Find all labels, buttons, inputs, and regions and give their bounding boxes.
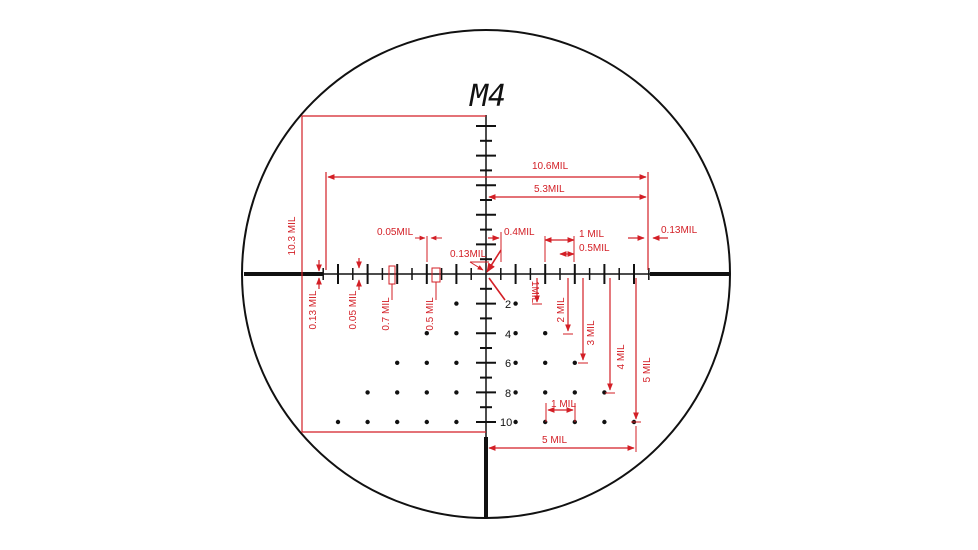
- dim-hold-1: 1MIL: [529, 281, 540, 304]
- dim-center-gap: 0.4MIL: [504, 227, 535, 238]
- holdover-dot: [572, 390, 577, 395]
- dim-dot-spacing: 1 MIL: [551, 399, 576, 410]
- dim-hold-4: 4 MIL: [616, 344, 627, 369]
- dim-one-mil-spacing: 1 MIL: [579, 229, 604, 240]
- holdover-dot: [572, 360, 577, 365]
- holdover-dot: [365, 419, 370, 425]
- holdover-label-8: 8: [505, 388, 511, 400]
- holdover-dot: [513, 301, 518, 306]
- dim-total-width: 10.6MIL: [532, 161, 569, 172]
- holdover-dot: [395, 360, 400, 365]
- holdover-dot: [395, 419, 400, 425]
- holdover-dot: [543, 419, 548, 425]
- dim-minor-hash-length: 0.5 MIL: [425, 297, 436, 331]
- dim-dot-span: 5 MIL: [542, 435, 567, 446]
- dim-major-hash-length: 0.7 MIL: [381, 297, 392, 331]
- holdover-dot: [424, 390, 429, 395]
- dimension-annotations: 10.3 MIL 10.6MIL 5.3MIL 0.4MIL 0.13MIL 0…: [287, 115, 698, 452]
- holdover-dot: [424, 360, 429, 365]
- dim-post-gap: 0.13MIL: [661, 225, 698, 236]
- dim-half-width: 5.3MIL: [534, 184, 565, 195]
- holdover-label-4: 4: [505, 329, 511, 341]
- holdover-dot: [543, 360, 548, 365]
- holdover-dot: [454, 360, 459, 365]
- holdover-label-10: 10: [500, 417, 512, 429]
- dim-fine-thickness: 0.05 MIL: [348, 290, 359, 329]
- holdover-dot: [602, 419, 607, 425]
- holdover-label-2: 2: [505, 299, 511, 311]
- holdover-dot: [454, 331, 459, 336]
- hash-marks: [322, 125, 650, 423]
- holdover-dot: [335, 419, 341, 425]
- dim-half-mil-spacing: 0.5MIL: [579, 243, 610, 254]
- holdover-dot: [454, 390, 459, 395]
- dim-hold-5: 5 MIL: [642, 357, 653, 382]
- holdover-dot: [513, 419, 518, 425]
- holdover-dot: [543, 331, 548, 336]
- dim-total-height: 10.3 MIL: [287, 216, 298, 255]
- holdover-dot: [454, 301, 459, 306]
- dim-fine-hash: 0.05MIL: [377, 227, 414, 238]
- holdover-dot: [365, 390, 370, 395]
- dim-center-dot: 0.13MIL: [450, 249, 487, 260]
- holdover-dot: [543, 390, 548, 395]
- holdover-dot: [602, 390, 607, 395]
- holdover-dot: [513, 360, 518, 365]
- holdover-dot: [513, 390, 518, 395]
- dim-hold-2: 2 MIL: [556, 297, 567, 322]
- holdover-dot: [424, 419, 429, 425]
- holdover-dot: [454, 419, 459, 425]
- dim-hash-thickness: 0.13 MIL: [308, 290, 319, 329]
- holdover-dot: [424, 331, 429, 336]
- holdover-dot: [395, 390, 400, 395]
- reticle-name: M4: [469, 79, 506, 114]
- holdover-dot: [513, 331, 518, 336]
- holdover-label-6: 6: [505, 358, 511, 370]
- dim-hold-3: 3 MIL: [586, 320, 597, 345]
